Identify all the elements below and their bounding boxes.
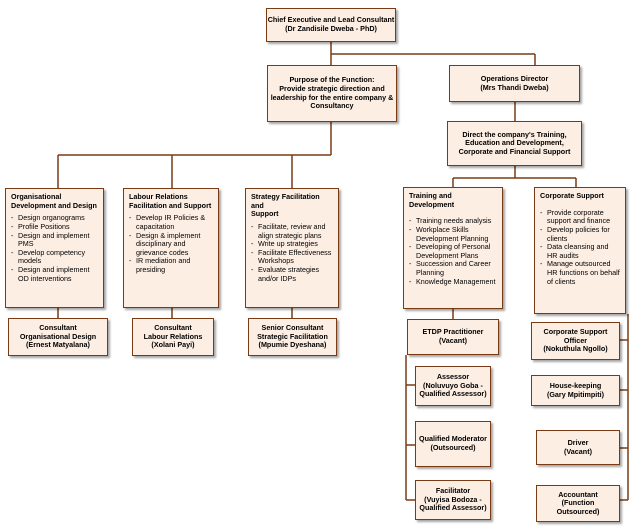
accountant-node: Accountant (Function Outsourced) (536, 485, 620, 522)
consultant-labour-line1: Consultant (154, 323, 192, 333)
list-item: Design organograms (11, 214, 98, 223)
ceo-name: (Dr Zandisile Dweba - PhD) (285, 24, 377, 33)
strategy-node: Strategy Facilitation and Support Facili… (245, 188, 339, 308)
consultant-strategy-line2: Strategic Facilitation (257, 331, 328, 341)
list-item: Evaluate strategies and/or IDPs (251, 265, 333, 283)
list-item: Data cleansing and HR audits (540, 242, 620, 260)
accountant-line1: Accountant (558, 489, 598, 499)
labour-list: Develop IR Policies & capacitation Desig… (129, 213, 213, 274)
training-title: Training and Development (409, 191, 455, 209)
org-dev-title2: Development and Design (11, 200, 97, 210)
purpose-node: Purpose of the Function: Provide strateg… (267, 65, 397, 122)
list-item: Develop IR Policies & capacitation (129, 213, 213, 231)
list-item: Knowledge Management (409, 277, 497, 287)
strategy-list: Facilitate, review and align strategic p… (251, 222, 333, 283)
consultant-org-node: Consultant Organisational Design (Ernest… (8, 318, 108, 356)
assessor-line1: Assessor (436, 372, 470, 382)
direct-line2: Education and Development, (465, 138, 564, 148)
assessor-line3: Qualified Assessor) (419, 389, 487, 399)
org-dev-list: Design organograms Profile Positions Des… (11, 214, 98, 283)
corporate-support-node: Corporate Support Provide corporate supp… (534, 187, 626, 314)
list-item: Design and implement OD interventions (11, 265, 98, 283)
etdp-line1: ETDP Practitioner (422, 327, 484, 337)
training-list: Training needs analysis Workplace Skills… (409, 217, 497, 286)
driver-line1: Driver (567, 437, 589, 447)
facilitator-line1: Facilitator (435, 486, 471, 496)
cso-node: Corporate Support Officer (Nokuthula Ngo… (531, 322, 620, 360)
consultant-labour-line2: Labour Relations (143, 331, 203, 341)
housekeeping-line1: House-keeping (549, 380, 602, 390)
list-item: Develop competency models (11, 248, 98, 266)
consultant-strategy-line1: Senior Consultant (261, 323, 324, 333)
training-node: Training and Development Training needs … (403, 187, 503, 309)
list-item: Provide corporate support and finance (540, 208, 620, 226)
consultant-labour-line3: (Xolani Payi) (151, 340, 195, 350)
corporate-title: Corporate Support (540, 191, 604, 200)
driver-node: Driver (Vacant) (536, 430, 620, 465)
purpose-line2: Provide strategic direction and (279, 83, 385, 93)
ops-name: (Mrs Thandi Dweba) (480, 82, 549, 92)
list-item: Design and implement PMS (11, 231, 98, 249)
list-item: Training needs analysis (409, 217, 497, 226)
ops-director-node: Operations Director (Mrs Thandi Dweba) (449, 65, 580, 102)
driver-line2: (Vacant) (564, 446, 592, 456)
list-item: Develop policies for clients (540, 225, 620, 243)
labour-title1: Labour Relations (129, 192, 188, 201)
strategy-title2: Support (251, 209, 279, 219)
consultant-org-line2: Organisational Design (19, 331, 97, 341)
consultant-org-line3: (Ernest Matyalana) (26, 340, 90, 350)
assessor-node: Assessor (Noluvuyo Goba - Qualified Asse… (415, 366, 491, 406)
moderator-line1: Qualified Moderator (419, 434, 487, 444)
list-item: Write up strategies (251, 240, 333, 249)
moderator-node: Qualified Moderator (Outsourced) (415, 421, 491, 467)
org-dev-node: Organisational Development and Design De… (5, 188, 104, 308)
list-item: Profile Positions (11, 222, 98, 232)
facilitator-line2: (Vuyisa Bodoza - (424, 494, 482, 504)
purpose-line4: Consultancy (310, 101, 354, 111)
list-item: Manage outsourced HR functions on behalf… (540, 260, 620, 286)
cso-line3: (Nokuthula Ngollo) (543, 344, 608, 354)
ceo-title: Chief Executive and Lead Consultant (267, 15, 395, 25)
assessor-line2: (Noluvuyo Goba - (423, 380, 483, 390)
labour-title2: Facilitation and Support (129, 200, 212, 210)
accountant-line2: (Function (561, 498, 595, 508)
list-item: Workplace Skills Development Planning (409, 225, 497, 243)
list-item: Facilitate, review and align strategic p… (251, 222, 333, 240)
consultant-labour-node: Consultant Labour Relations (Xolani Payi… (132, 318, 214, 356)
housekeeping-node: House-keeping (Gary Mpitimpiti) (531, 375, 620, 406)
list-item: IR mediation and presiding (129, 257, 213, 274)
org-dev-title1: Organisational (11, 192, 62, 201)
direct-line3: Corporate and Financial Support (458, 146, 571, 156)
moderator-line2: (Outsourced) (430, 443, 476, 452)
consultant-org-line1: Consultant (39, 323, 77, 333)
list-item: Facilitate Effectiveness Workshops (251, 248, 333, 266)
housekeeping-line2: (Gary Mpitimpiti) (546, 389, 605, 399)
direct-line1: Direct the company's Training, (462, 129, 567, 139)
ops-title: Operations Director (480, 73, 549, 83)
list-item: Developing of Personal Development Plans (409, 242, 497, 260)
accountant-line3: Outsourced) (556, 506, 600, 516)
strategy-title1: Strategy Facilitation and (251, 192, 320, 210)
direct-node: Direct the company's Training, Education… (447, 121, 582, 166)
purpose-line3: leadership for the entire company & (270, 92, 394, 102)
consultant-strategy-line3: (Mpumie Dyeshana) (258, 340, 327, 350)
facilitator-line3: Qualified Assessor) (419, 503, 487, 513)
purpose-line1: Purpose of the Function: (289, 75, 375, 85)
list-item: Design & implement disciplinary and grie… (129, 231, 213, 258)
list-item: Succession and Career Planning (409, 260, 497, 277)
ceo-node: Chief Executive and Lead Consultant (Dr … (266, 8, 396, 42)
consultant-strategy-node: Senior Consultant Strategic Facilitation… (248, 318, 337, 356)
cso-line2: Officer (563, 335, 588, 345)
corporate-list: Provide corporate support and finance De… (540, 208, 620, 287)
cso-line1: Corporate Support (543, 327, 608, 337)
etdp-node: ETDP Practitioner (Vacant) (407, 319, 499, 355)
facilitator-node: Facilitator (Vuyisa Bodoza - Qualified A… (415, 480, 491, 520)
labour-relations-node: Labour Relations Facilitation and Suppor… (123, 188, 219, 308)
etdp-line2: (Vacant) (439, 336, 467, 345)
